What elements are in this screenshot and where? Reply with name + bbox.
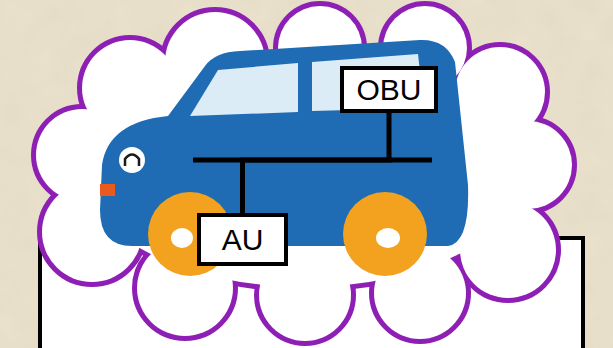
car-window (312, 54, 424, 111)
wheel (343, 192, 427, 276)
indicator-light (100, 184, 115, 196)
car (100, 40, 468, 276)
wheel-hub (171, 228, 193, 248)
headlight (125, 155, 139, 167)
cloud-fill (36, 6, 572, 341)
text-box: OBU (340, 66, 438, 113)
box-label: AU (222, 225, 264, 255)
text-box: AU (197, 213, 288, 266)
car-window (190, 63, 298, 116)
cloud-outline (36, 6, 572, 341)
wheel-hub (376, 228, 400, 248)
bus-extension (193, 158, 432, 163)
bus-line (243, 113, 390, 213)
headlight (119, 147, 145, 173)
box-label: OBU (356, 75, 421, 105)
